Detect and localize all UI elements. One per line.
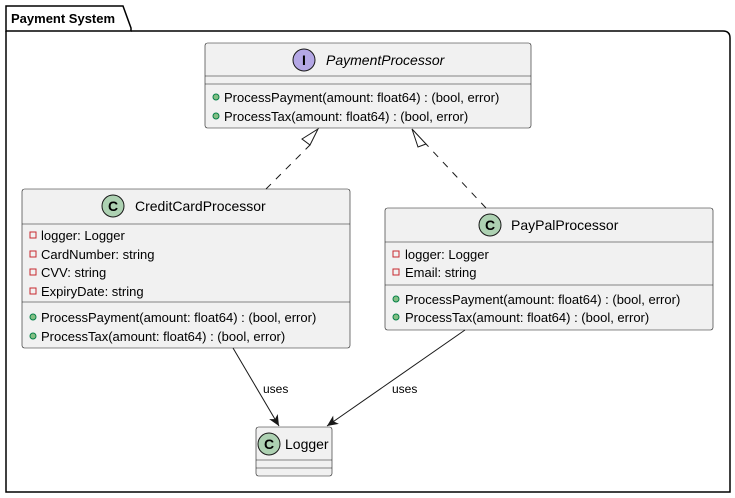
method: ProcessPayment(amount: float64) : (bool,…: [405, 292, 680, 307]
public-method-icon: [392, 313, 400, 321]
public-method-icon: [392, 295, 400, 303]
public-method-icon: [29, 332, 37, 340]
class-name: Logger: [285, 436, 329, 452]
package-body: [5, 30, 731, 493]
private-field-icon: [29, 287, 37, 295]
class-credit-card-processor: C CreditCardProcessor logger: Logger Car…: [21, 188, 351, 349]
class-payment-processor: I PaymentProcessor ProcessPayment(amount…: [204, 42, 532, 129]
package-title: Payment System: [11, 11, 115, 26]
class-icon: [478, 213, 502, 237]
class-logger: C Logger: [255, 426, 333, 477]
public-method-icon: [29, 313, 37, 321]
public-method-icon: [212, 112, 220, 120]
method: ProcessPayment(amount: float64) : (bool,…: [41, 310, 316, 325]
association-paypal-uses-logger: uses: [326, 329, 466, 427]
method: ProcessTax(amount: float64) : (bool, err…: [41, 329, 285, 344]
field: ExpiryDate: string: [41, 284, 144, 299]
uses-label: uses: [263, 382, 288, 396]
realization-credit-to-interface: [265, 127, 320, 190]
class-icon-letter: C: [485, 217, 495, 233]
uses-label: uses: [392, 382, 417, 396]
class-name: CreditCardProcessor: [135, 198, 266, 214]
association-credit-uses-logger: uses: [232, 347, 288, 427]
private-field-icon: [29, 250, 37, 258]
field: logger: Logger: [405, 247, 490, 262]
private-field-icon: [392, 268, 400, 276]
class-paypal-processor: C PayPalProcessor logger: Logger Email: …: [384, 207, 714, 331]
field: Email: string: [405, 265, 477, 280]
interface-icon-letter: I: [302, 52, 306, 68]
private-field-icon: [29, 231, 37, 239]
private-field-icon: [392, 250, 400, 258]
public-method-icon: [212, 93, 220, 101]
package-tab: [5, 5, 132, 32]
package-payment-system: Payment System: [5, 5, 731, 493]
field: CVV: string: [41, 265, 106, 280]
class-name: PaymentProcessor: [326, 52, 446, 68]
class-icon-letter: C: [108, 198, 118, 214]
realization-paypal-to-interface: [411, 128, 487, 209]
field: CardNumber: string: [41, 247, 154, 262]
field: logger: Logger: [41, 228, 126, 243]
private-field-icon: [29, 268, 37, 276]
method: ProcessTax(amount: float64) : (bool, err…: [224, 109, 468, 124]
method: ProcessTax(amount: float64) : (bool, err…: [405, 310, 649, 325]
method: ProcessPayment(amount: float64) : (bool,…: [224, 90, 499, 105]
class-name: PayPalProcessor: [511, 217, 619, 233]
interface-icon: [292, 48, 316, 72]
class-icon: [101, 194, 125, 218]
class-icon: [257, 432, 281, 456]
class-icon-letter: C: [264, 436, 274, 452]
